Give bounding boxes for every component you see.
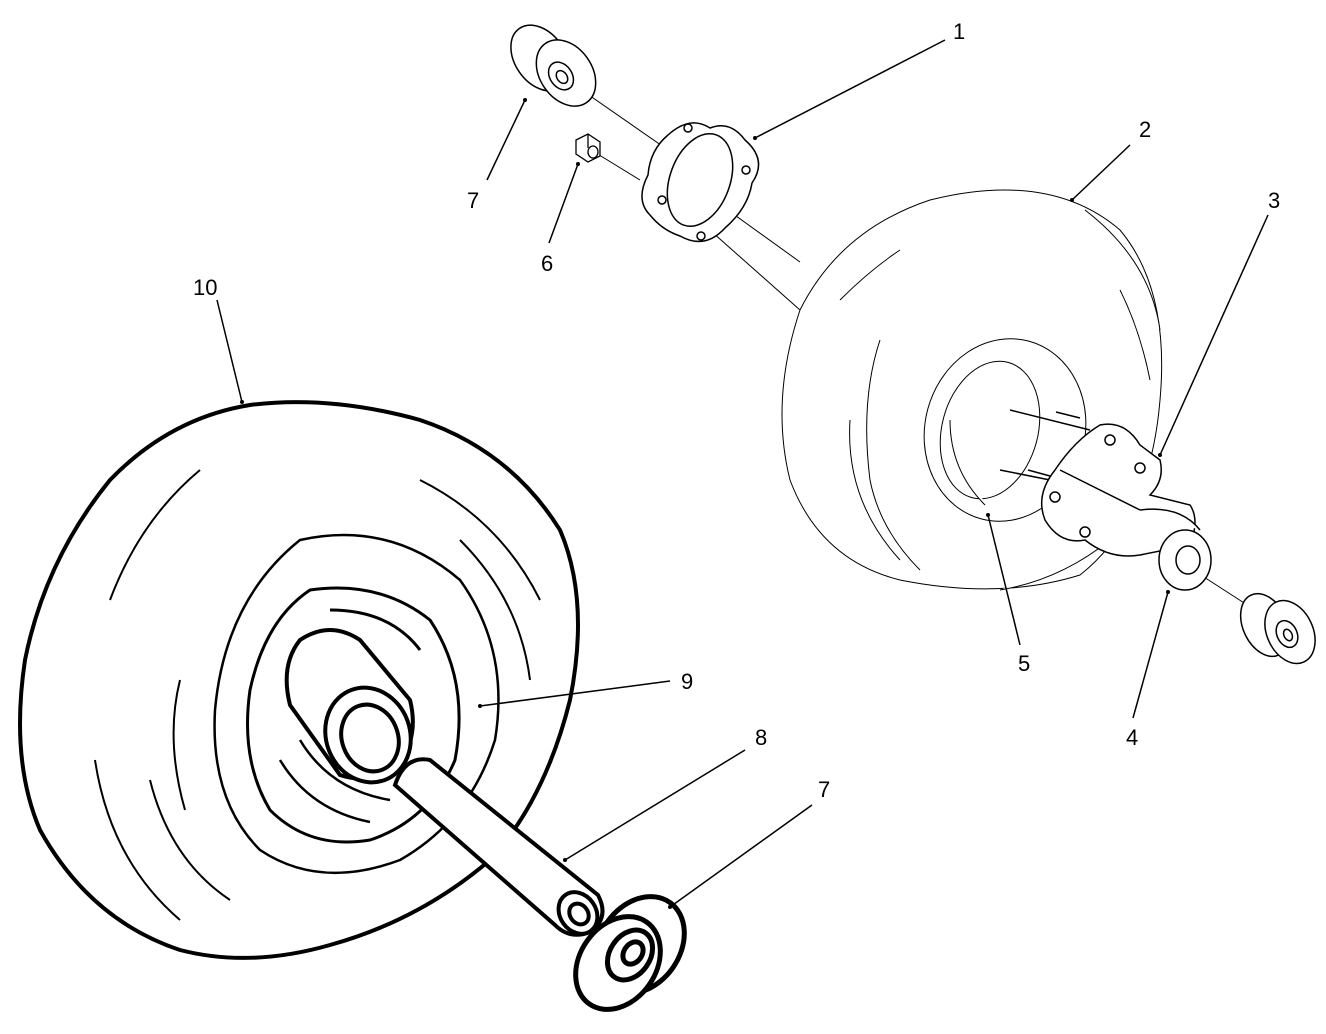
callout-5: 5 — [1018, 651, 1030, 676]
bearing-bottom — [573, 894, 687, 1012]
callout-7-top: 7 — [467, 188, 479, 213]
leader-3 — [1159, 214, 1269, 456]
callout-4: 4 — [1126, 725, 1138, 750]
leader-dots — [240, 98, 1170, 909]
axle-tube — [392, 757, 605, 937]
flange-plate — [641, 122, 760, 243]
callout-labels: 1 2 3 4 5 6 7 10 9 8 7 — [193, 19, 1280, 802]
callout-6: 6 — [541, 251, 553, 276]
leader-7-bottom — [669, 804, 813, 908]
leader-5 — [987, 514, 1021, 646]
leader-10 — [216, 299, 243, 403]
callout-2: 2 — [1139, 117, 1151, 142]
callout-1: 1 — [953, 19, 965, 44]
callout-8: 8 — [755, 725, 767, 750]
back-tire — [781, 189, 1163, 591]
leader-1 — [754, 39, 946, 139]
leader-4 — [1132, 591, 1169, 719]
leader-8 — [564, 749, 746, 861]
callout-9: 9 — [681, 669, 693, 694]
callout-7-bottom: 7 — [818, 777, 830, 802]
back-hub-spindle — [999, 409, 1212, 591]
bearing-top — [510, 24, 597, 107]
callout-3: 3 — [1268, 188, 1280, 213]
callout-10: 10 — [193, 275, 217, 300]
leader-7-top — [486, 99, 526, 181]
leader-lines — [216, 39, 1269, 908]
leader-9 — [479, 680, 671, 707]
nut — [575, 133, 601, 163]
leader-2 — [1071, 144, 1131, 201]
hub-spacer — [284, 628, 415, 785]
leader-6 — [548, 163, 579, 244]
bearing-right — [1239, 592, 1316, 665]
